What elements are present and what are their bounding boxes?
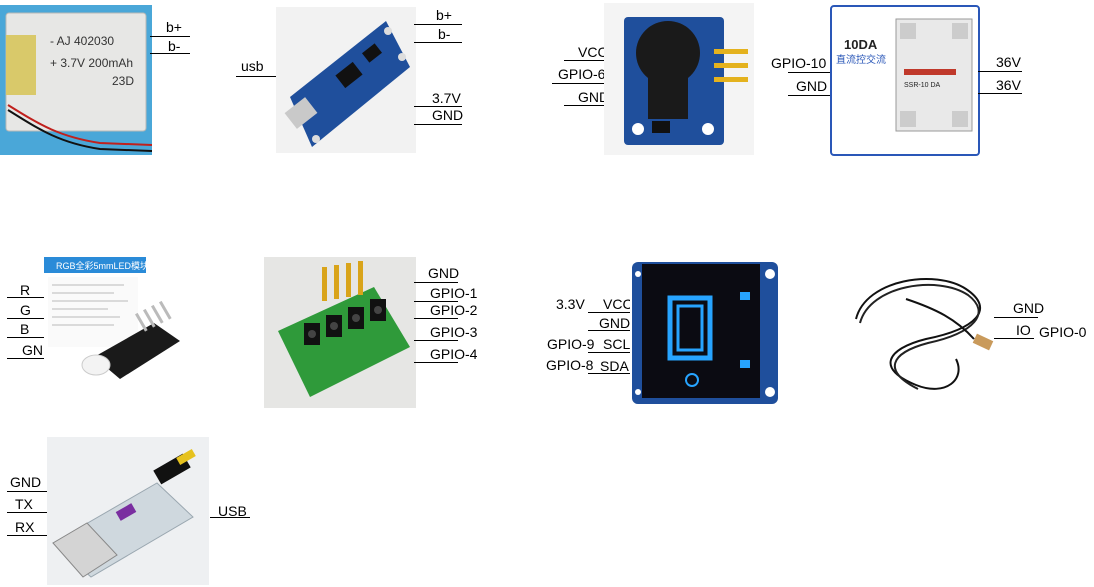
oled-label-gpio8: GPIO-8 [546, 357, 594, 373]
buttons-label-gpio3: GPIO-3 [430, 324, 478, 340]
rgb-led-drawing: RGB全彩5mmLED模块 [44, 257, 190, 401]
charger-label-bplus: b+ [436, 7, 452, 23]
battery-print-line2: + 3.7V 200mAh [50, 56, 133, 70]
ssr-line-gnd [788, 95, 832, 96]
charger-line-bminus [414, 42, 462, 43]
ssr-label-36v-2: 36V [996, 77, 1021, 93]
usbttl-label-gnd: GND [10, 474, 42, 490]
battery-line-bminus [150, 53, 190, 54]
charger-module-drawing [276, 7, 416, 153]
usbttl-label-usb: USB [218, 503, 247, 519]
lipo-battery-drawing: - AJ 402030 + 3.7V 200mAh 23D [0, 5, 152, 155]
buzzer-label-vcc: VCC [578, 44, 608, 60]
ssr-label-gpio10: GPIO-10 [771, 55, 827, 71]
oled-label-3v3: 3.3V [556, 296, 585, 312]
charger-label-bminus: b- [438, 26, 451, 42]
usbttl-label-tx: TX [15, 496, 33, 512]
rgb-line-r [7, 297, 47, 298]
oled-line-vcc [588, 312, 632, 313]
charger-label-usb: usb [241, 58, 264, 74]
lipo-battery-photo: - AJ 402030 + 3.7V 200mAh 23D [0, 5, 152, 155]
oled-display-photo [630, 258, 780, 408]
usbttl-line-gnd [7, 491, 51, 492]
oled-label-scl: SCL [603, 336, 631, 352]
rgb-line-b [7, 337, 47, 338]
rgb-print-header: RGB全彩5mmLED模块 [56, 260, 149, 271]
oled-label-gnd: GND [599, 315, 631, 331]
usbttl-label-rx: RX [15, 519, 35, 535]
buzzer-label-gpio6: GPIO-6 [558, 66, 606, 82]
buttons-label-gpio1: GPIO-1 [430, 285, 478, 301]
buttons-label-gnd: GND [428, 265, 460, 281]
buttons-line-gpio2 [414, 318, 458, 319]
usbttl-line-usb [210, 517, 250, 518]
charger-module-photo [276, 7, 416, 153]
battery-print-line1: - AJ 402030 [50, 34, 114, 48]
buzzer-line-gpio6 [552, 83, 606, 84]
rgb-line-gnd [7, 358, 53, 359]
charger-line-usb [236, 76, 280, 77]
oled-line-scl [588, 352, 632, 353]
ssr-line-gpio10 [788, 72, 832, 73]
probe-line-gnd [994, 317, 1038, 318]
battery-label-bminus: b- [168, 38, 181, 54]
oled-display-drawing [630, 258, 780, 408]
ssr-print-model: SSR-10 DA [904, 82, 941, 89]
buttons-line-gnd [414, 282, 458, 283]
oled-line-sda [588, 373, 632, 374]
charger-line-bplus [414, 24, 462, 25]
oled-label-sda: SDA [600, 358, 629, 374]
buttons-line-gpio4 [414, 362, 458, 363]
buttons-line-gpio3 [414, 340, 458, 341]
ssr-print-title: 10DA [844, 37, 878, 52]
buzzer-line-gnd [564, 105, 606, 106]
charger-line-gnd [414, 124, 462, 125]
charger-label-3v7: 3.7V [432, 90, 461, 106]
rgb-label-b: B [20, 321, 30, 337]
ssr-label-36v-1: 36V [996, 54, 1021, 70]
button-module-drawing [264, 257, 416, 408]
buttons-label-gpio2: GPIO-2 [430, 302, 478, 318]
ssr-line-36v-1 [978, 71, 1022, 72]
oled-label-vcc: VCC [603, 296, 633, 312]
buttons-label-gpio4: GPIO-4 [430, 346, 478, 362]
oled-line-gnd [588, 330, 632, 331]
ssr-print-subtitle: 直流控交流 [836, 53, 886, 66]
buzzer-module-photo [604, 3, 754, 155]
usb-ttl-adapter-drawing [47, 437, 209, 585]
usbttl-line-rx [7, 535, 51, 536]
charger-line-3v7 [414, 106, 462, 107]
buttons-line-gpio1 [414, 301, 458, 302]
temp-probe-photo [846, 259, 996, 407]
probe-label-gpio0: GPIO-0 [1039, 324, 1087, 340]
temp-probe-drawing [846, 259, 996, 407]
oled-label-gpio9: GPIO-9 [547, 336, 595, 352]
buzzer-label-gnd: GND [578, 89, 610, 105]
button-module-photo [264, 257, 416, 408]
probe-line-io [994, 338, 1034, 339]
usb-ttl-adapter-photo [47, 437, 209, 585]
rgb-label-r: R [20, 282, 31, 298]
charger-label-gnd: GND [432, 107, 464, 123]
ssr-drawing: 10DA 直流控交流 SSR-10 DA [830, 5, 980, 156]
usbttl-line-tx [7, 512, 51, 513]
buzzer-line-vcc [564, 60, 606, 61]
rgb-label-g: G [20, 302, 31, 318]
rgb-line-g [7, 318, 47, 319]
ssr-line-36v-2 [978, 93, 1022, 94]
rgb-led-photo: RGB全彩5mmLED模块 [44, 257, 190, 401]
ssr-label-gnd: GND [796, 78, 828, 94]
probe-label-io: IO [1016, 322, 1031, 338]
battery-line-bplus [150, 36, 190, 37]
buzzer-module-drawing [604, 3, 754, 155]
ssr-photo: 10DA 直流控交流 SSR-10 DA [830, 5, 980, 156]
battery-label-bplus: b+ [166, 19, 182, 35]
probe-label-gnd: GND [1013, 300, 1045, 316]
battery-print-line3: 23D [112, 74, 134, 88]
